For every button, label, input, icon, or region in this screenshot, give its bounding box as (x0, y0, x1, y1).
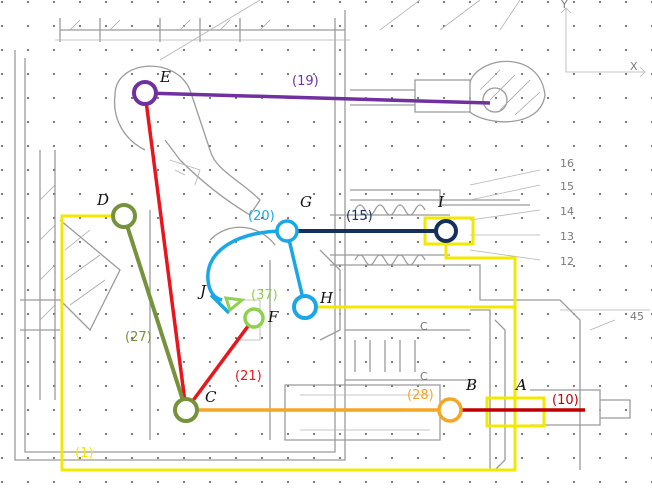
link-19 (144, 91, 491, 105)
axis-x-label: X (630, 60, 638, 73)
callout-12: 12 (560, 255, 574, 268)
callout-15: 15 (560, 180, 574, 193)
link-27 (122, 215, 188, 411)
joint-G (275, 219, 299, 243)
joint-D (111, 203, 137, 229)
point-label-J: J (197, 282, 207, 300)
callout-14: 14 (560, 205, 574, 218)
link-label-37: (37) (251, 288, 278, 303)
point-label-B: B (465, 376, 477, 394)
link-label-15: (15) (346, 209, 373, 224)
point-label-A: A (514, 376, 527, 394)
point-label-E: E (159, 68, 171, 86)
link-label-28: (28) (407, 388, 434, 403)
link-E-C (143, 92, 188, 411)
joint-C (173, 397, 199, 423)
axis-y-label: Y (560, 0, 568, 11)
link-label-10: (10) (552, 393, 579, 408)
link-label-20: (20) (248, 209, 275, 224)
point-label-H: H (319, 289, 334, 307)
joint-I (434, 219, 458, 243)
point-label-C: C (205, 388, 217, 406)
callout-13: 13 (560, 230, 574, 243)
link-21 (184, 316, 256, 412)
link-label-21: (21) (235, 369, 262, 384)
flow-label-c1: C (420, 320, 428, 333)
link-label-19: (19) (292, 74, 319, 89)
point-label-I: I (437, 193, 445, 211)
point-label-G: G (300, 193, 312, 211)
joint-H (292, 294, 318, 320)
callout-16: 16 (560, 157, 574, 170)
joint-E (132, 80, 158, 106)
link-label-1: (1) (75, 446, 93, 461)
link-label-27: (27) (125, 330, 152, 345)
point-label-D: D (96, 191, 109, 209)
flow-label-c2: C (420, 370, 428, 383)
link-20 (206, 229, 307, 315)
joint-B (437, 397, 463, 423)
callout-45: 45 (630, 310, 644, 323)
link-37 (223, 296, 246, 313)
point-label-F: F (267, 308, 279, 326)
joint-F (243, 307, 265, 329)
link-1-frame (60, 214, 546, 472)
